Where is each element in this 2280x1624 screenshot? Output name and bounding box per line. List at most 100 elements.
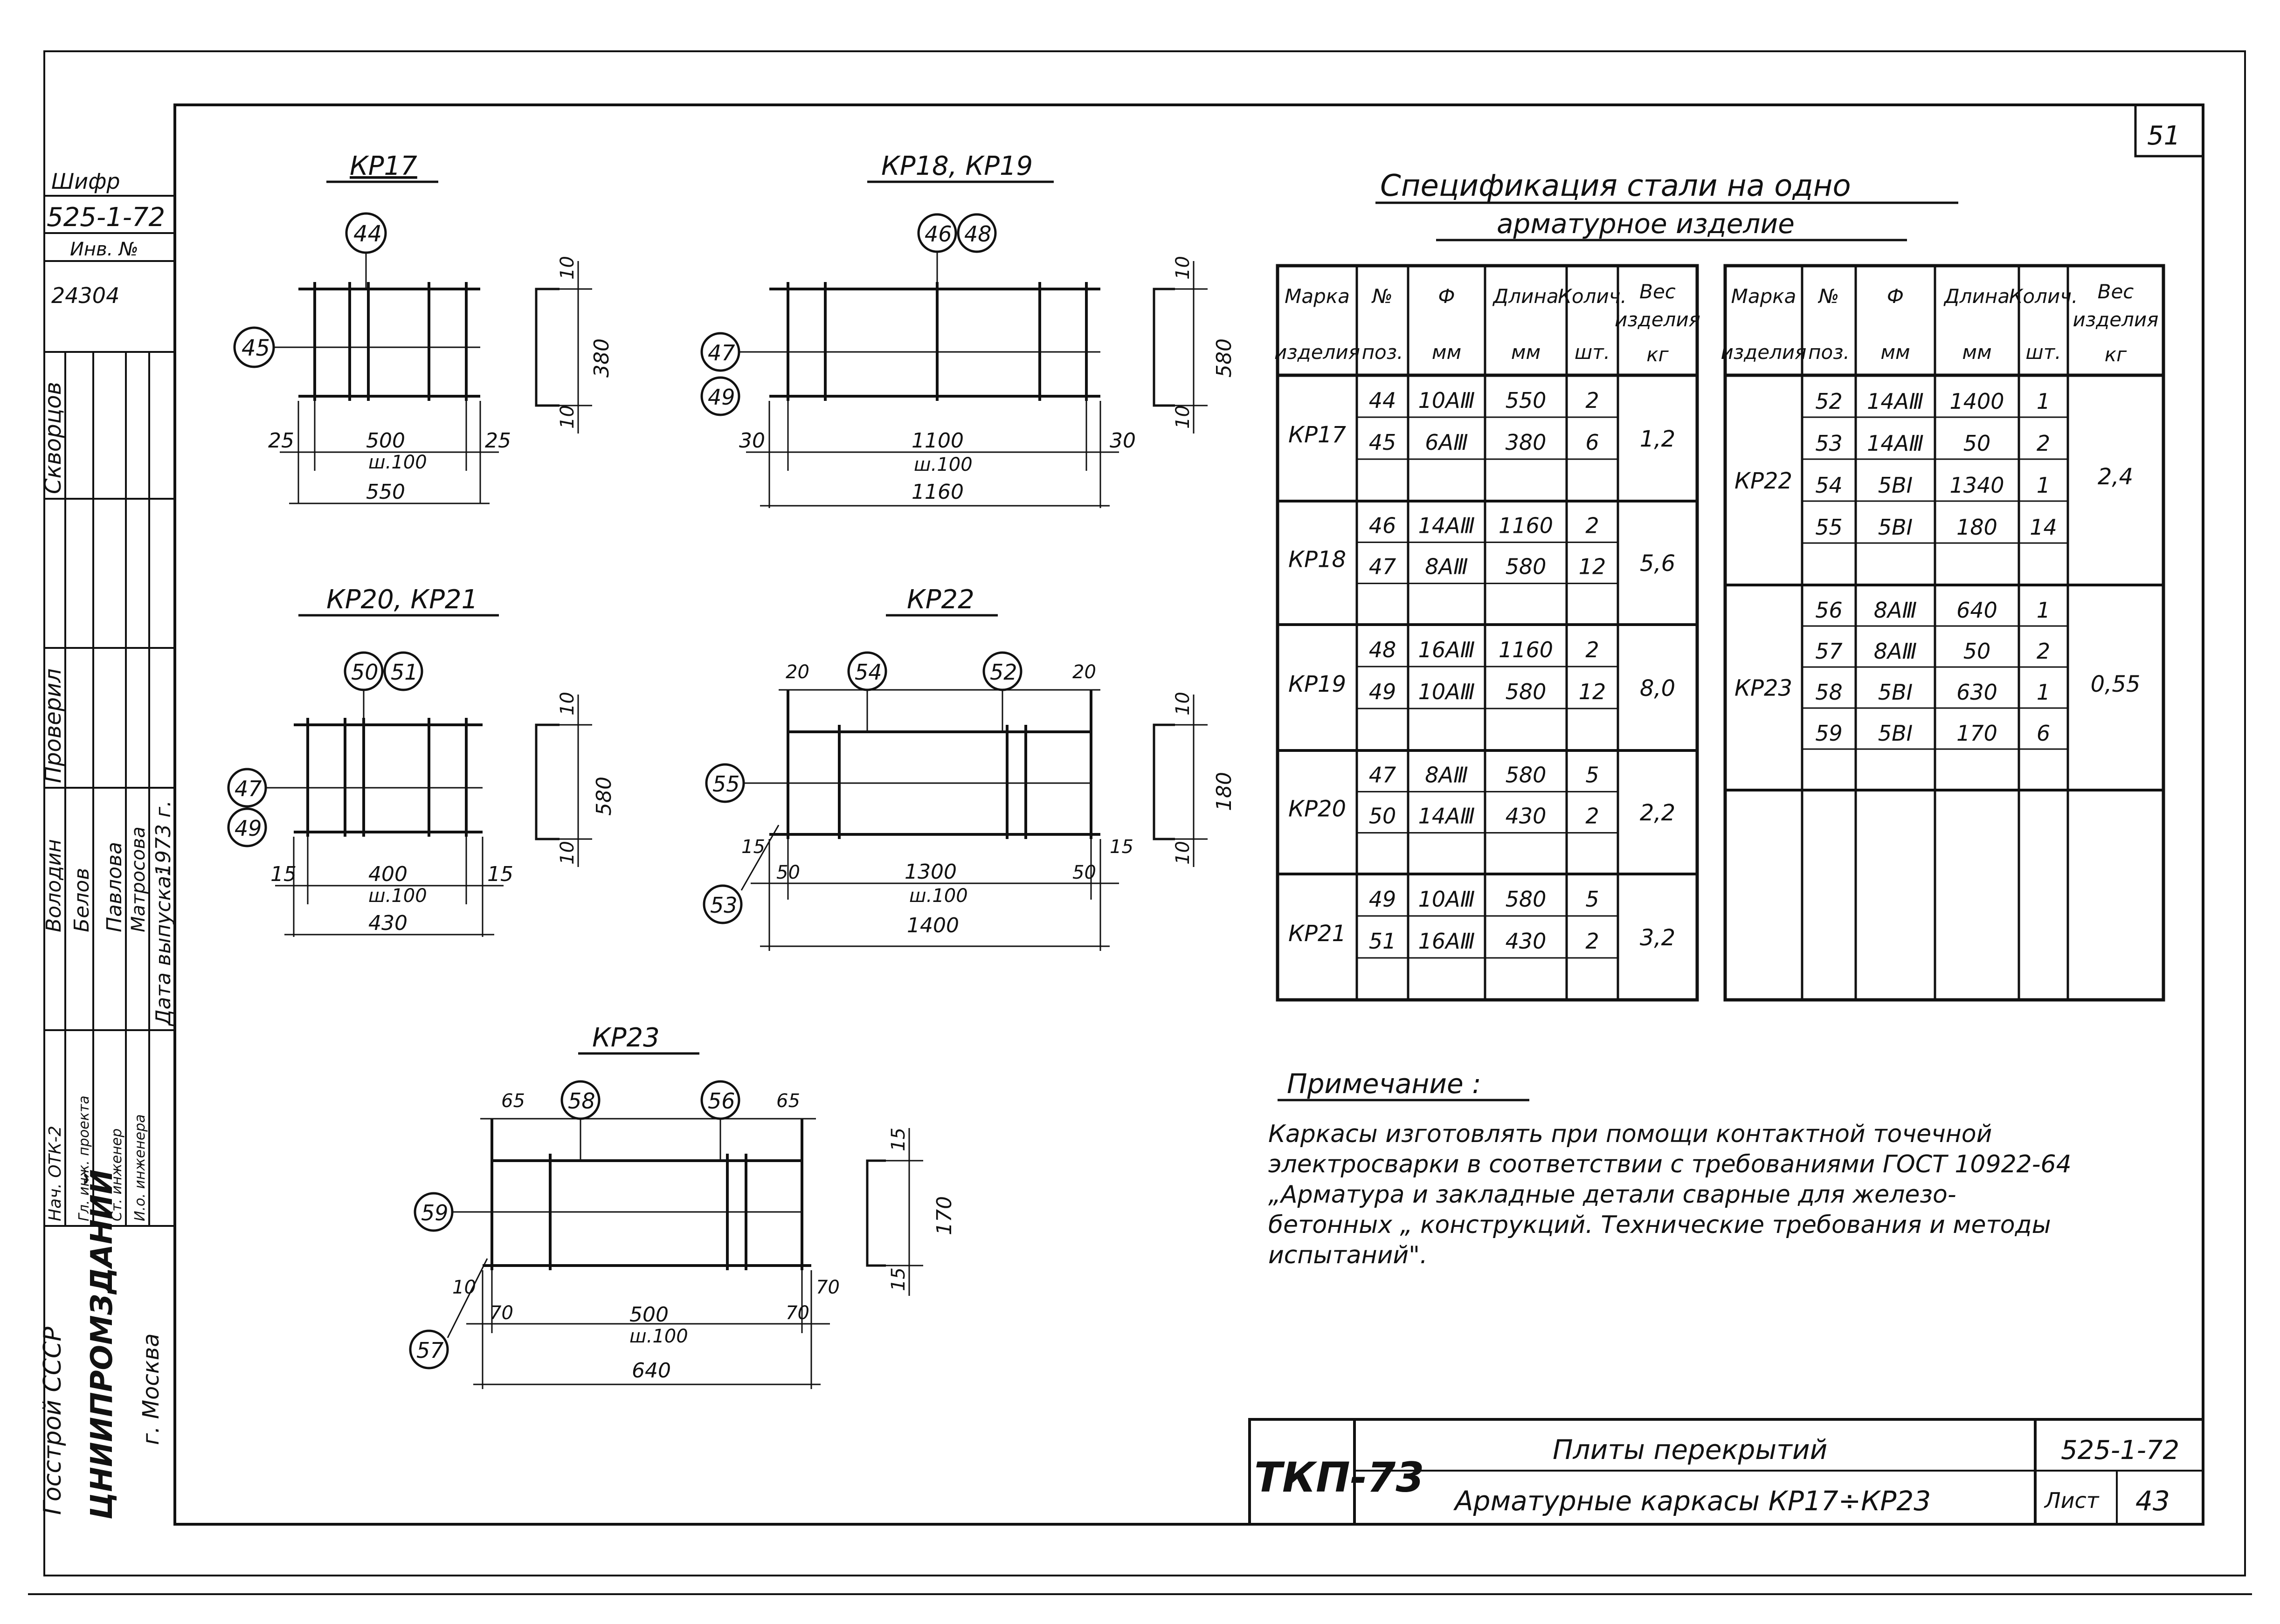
- kp20-dim-400: 400: [368, 862, 408, 886]
- spec-right-header-2-0: Ф: [1887, 285, 1904, 308]
- spec-left-cell: 12: [1579, 679, 1606, 704]
- spec-right-cell: 58: [1815, 680, 1843, 705]
- spec-left-cell: 51: [1369, 929, 1396, 954]
- kp22-dim-20b: 20: [1072, 661, 1096, 683]
- staff-role-4: И.о. инженера: [132, 1115, 148, 1222]
- drawing-kp23: КР23 58 56 59 57: [409, 1023, 956, 1389]
- stamp-code: ТКП-73: [1254, 1453, 1424, 1501]
- spec-right-cell: 1: [2037, 680, 2050, 705]
- spec-left-weight: 2,2: [1640, 800, 1675, 826]
- kp18-dim-1160: 1160: [912, 480, 964, 504]
- staff-name-3: Павлова: [103, 842, 126, 932]
- spec-left-cell: 2: [1585, 637, 1599, 662]
- spec-left-cell: 6AⅢ: [1425, 430, 1468, 455]
- kp22-dim-50a: 50: [776, 862, 800, 883]
- check-label: Проверил: [40, 668, 66, 783]
- kp18-pos-49: 49: [708, 385, 735, 410]
- spec-left-cell: 47: [1369, 554, 1396, 579]
- spec-left-cell: 50: [1369, 804, 1396, 829]
- kp23-pos-56: 56: [708, 1088, 735, 1114]
- spec-right-header-4-0: Колич.: [2009, 285, 2078, 308]
- spec-right-cell: 50: [1963, 431, 1991, 456]
- spec-left-cell: 10AⅢ: [1418, 388, 1475, 413]
- stamp-line-1: Плиты перекрытий: [1553, 1434, 1827, 1466]
- kp23-dim-70a: 70: [490, 1302, 513, 1324]
- spec-left-cell: 580: [1506, 762, 1547, 787]
- spec-left-header-5-0: Вес: [1639, 280, 1676, 303]
- kp22-side-180: 180: [1212, 772, 1236, 811]
- kp23-dim-65b: 65: [776, 1090, 800, 1112]
- spec-right-cell: 8AⅢ: [1874, 639, 1917, 664]
- spec-left-header-1-1: поз.: [1362, 341, 1403, 364]
- spec-left-cell: 580: [1506, 887, 1547, 912]
- kp22-dim-20a: 20: [786, 661, 809, 683]
- spec-title-1: Спецификация стали на одно: [1380, 169, 1851, 203]
- spec-left-mark: КР18: [1288, 546, 1346, 572]
- spec-left-header-4-0: Колич.: [1558, 285, 1627, 308]
- spec-right-header-5-0: Вес: [2098, 280, 2134, 303]
- spec-right-cell: 1400: [1949, 389, 2004, 414]
- spec-left-cell: 5: [1585, 887, 1599, 912]
- spec-right-weight: 2,4: [2098, 464, 2133, 490]
- spec-left-cell: 2: [1585, 929, 1599, 954]
- kp20-side-10a: 10: [557, 692, 578, 716]
- spec-right-cell: 14AⅢ: [1867, 431, 1924, 456]
- spec-left-weight: 1,2: [1640, 426, 1675, 452]
- kp18-pos-46: 46: [925, 221, 952, 247]
- kp18-side-10a: 10: [1172, 256, 1194, 280]
- spec-right-cell: 55: [1815, 515, 1843, 540]
- kp22-dim-15a: 15: [741, 836, 765, 858]
- kp23-title: КР23: [592, 1023, 660, 1053]
- kp17-pos-44: 44: [353, 221, 382, 247]
- kp20-title: КР20, КР21: [326, 585, 478, 615]
- spec-left-header-3-0: Длина: [1492, 285, 1558, 308]
- page-number: 51: [2147, 121, 2180, 151]
- staff-role-3: Ст. инженер: [109, 1129, 125, 1221]
- spec-left-cell: 12: [1579, 554, 1606, 579]
- staff-role-1: Нач. ОТК-2: [46, 1126, 65, 1221]
- shifr-label: Шифр: [51, 169, 120, 194]
- spec-right-cell: 5BⅠ: [1878, 680, 1913, 705]
- kp22-pos-53: 53: [710, 893, 738, 918]
- spec-left-cell: 10AⅢ: [1418, 679, 1475, 704]
- kp23-pos-58: 58: [568, 1088, 595, 1114]
- spec-left-cell: 14AⅢ: [1418, 804, 1475, 829]
- spec-left-cell: 45: [1369, 430, 1396, 455]
- spec-right-header-4-1: шт.: [2025, 341, 2061, 364]
- kp22-pos-52: 52: [990, 660, 1017, 685]
- spec-title-2: арматурное изделие: [1497, 208, 1795, 240]
- spec-left-cell: 8AⅢ: [1425, 554, 1468, 579]
- org-2: ЦНИИПРОМЗДАНИЙ: [84, 1170, 119, 1520]
- spec-right-header-5-1: изделия: [2073, 308, 2159, 331]
- spec-right-header-2-1: мм: [1880, 341, 1910, 364]
- kp17-title: КР17: [350, 151, 417, 181]
- spec-right-cell: 5BⅠ: [1878, 721, 1913, 746]
- kp17-side-380: 380: [590, 338, 614, 378]
- spec-left-cell: 47: [1369, 762, 1396, 787]
- kp18-dim-30a: 30: [739, 429, 765, 453]
- spec-left-weight: 8,0: [1640, 675, 1675, 702]
- drawing-kp22: КР22 54 52 55 53: [703, 585, 1236, 951]
- spec-left-header-5-2: кг: [1646, 343, 1669, 366]
- spec-left-cell: 2: [1585, 388, 1599, 413]
- kp17-dim-sh: ш.100: [368, 452, 427, 473]
- release-label: Дата выпуска:: [152, 869, 175, 1026]
- kp23-dim-65a: 65: [501, 1090, 525, 1112]
- spec-right-cell: 170: [1956, 721, 1997, 746]
- spec-right-cell: 1340: [1949, 473, 2004, 498]
- spec-right-mark: КР22: [1734, 468, 1792, 494]
- kp23-side-170: 170: [933, 1196, 956, 1235]
- spec-left-cell: 1160: [1499, 637, 1553, 662]
- kp23-side-15a: 15: [888, 1128, 909, 1151]
- spec-right-header-5-2: кг: [2105, 343, 2127, 366]
- spec-right-cell: 180: [1956, 515, 1997, 540]
- spec-left-header-0-1: изделия: [1274, 341, 1360, 364]
- spec-right-cell: 1: [2037, 473, 2050, 498]
- drawing-kp20: КР20, КР21 50 51 47 49 15: [227, 585, 616, 937]
- kp23-pos-57: 57: [416, 1338, 444, 1363]
- inv-value: 24304: [51, 283, 119, 308]
- kp23-dim-500: 500: [629, 1303, 669, 1327]
- spec-right-cell: 1: [2037, 389, 2050, 414]
- spec-right-header-3-0: Длина: [1943, 285, 2010, 308]
